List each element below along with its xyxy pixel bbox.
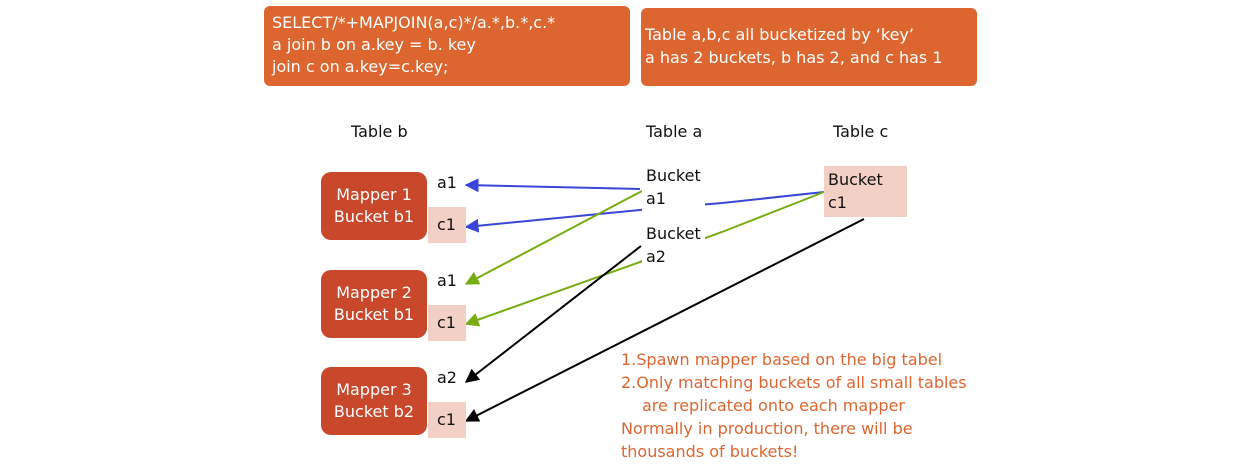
table-a-bucket-a2: Bucket a2 xyxy=(642,220,705,270)
arrow-a1-to-mapper2 xyxy=(464,190,643,285)
mapper-bucket: Bucket b2 xyxy=(333,402,415,421)
table-a-bucket-a1: Bucket a1 xyxy=(642,162,705,212)
arrow-c1-to-mapper3 xyxy=(464,218,865,422)
table-c-header: Table c xyxy=(833,122,889,141)
notes: 1.Spawn mapper based on the big tabel 2.… xyxy=(621,348,967,463)
sql-line: join c on a.key=c.key; xyxy=(272,57,449,76)
mapper-1-c-label: c1 xyxy=(437,215,456,234)
mapper-1-box: Mapper 1 Bucket b1 xyxy=(321,172,427,240)
note-line: thousands of buckets! xyxy=(621,442,799,461)
bucket-label: Bucket xyxy=(646,224,701,243)
mapper-title: Mapper 3 xyxy=(336,380,412,399)
note-line: are replicated onto each mapper xyxy=(642,396,905,415)
mapper-3-c-label: c1 xyxy=(437,410,456,429)
info-line: Table a,b,c all bucketized by ‘key’ xyxy=(645,25,914,44)
mapper-title: Mapper 1 xyxy=(336,185,412,204)
bucket-info-box: Table a,b,c all bucketized by ‘key’ a ha… xyxy=(641,8,977,86)
arrow-a2-to-mapper3 xyxy=(464,245,642,383)
sql-line: SELECT/*+MAPJOIN(a,c)*/a.*,b.*,c.* xyxy=(272,13,556,32)
arrow-a1-to-mapper1 xyxy=(464,178,641,193)
mapper-3-a-label: a2 xyxy=(437,368,457,387)
mapper-2-box: Mapper 2 Bucket b1 xyxy=(321,270,427,338)
bucket-id: a1 xyxy=(646,189,666,208)
mapper-bucket: Bucket b1 xyxy=(333,207,415,226)
mapper-bucket: Bucket b1 xyxy=(333,305,415,324)
note-line: Normally in production, there will be xyxy=(621,419,913,438)
bucket-id: c1 xyxy=(828,193,847,212)
bucket-label: Bucket xyxy=(646,166,701,185)
mapper-1-c-bucket: c1 xyxy=(428,207,466,243)
bucket-label: Bucket xyxy=(828,170,883,189)
table-c-bucket-c1: Bucket c1 xyxy=(824,166,907,217)
mapper-3-c-bucket: c1 xyxy=(428,402,466,438)
table-a-header: Table a xyxy=(646,122,703,141)
bucket-id: a2 xyxy=(646,247,666,266)
mapper-title: Mapper 2 xyxy=(336,283,412,302)
sql-line: a join b on a.key = b. key xyxy=(272,35,476,54)
note-line: 1.Spawn mapper based on the big tabel xyxy=(621,350,943,369)
info-line: a has 2 buckets, b has 2, and c has 1 xyxy=(645,48,943,67)
mapper-2-c-bucket: c1 xyxy=(428,305,466,341)
sql-query-box: SELECT/*+MAPJOIN(a,c)*/a.*,b.*,c.* a joi… xyxy=(264,6,630,86)
mapper-3-box: Mapper 3 Bucket b2 xyxy=(321,367,427,435)
mapper-2-a-label: a1 xyxy=(437,271,457,290)
table-b-header: Table b xyxy=(351,122,408,141)
note-line: 2.Only matching buckets of all small tab… xyxy=(621,373,967,392)
mapper-1-a-label: a1 xyxy=(437,173,457,192)
mapper-2-c-label: c1 xyxy=(437,313,456,332)
